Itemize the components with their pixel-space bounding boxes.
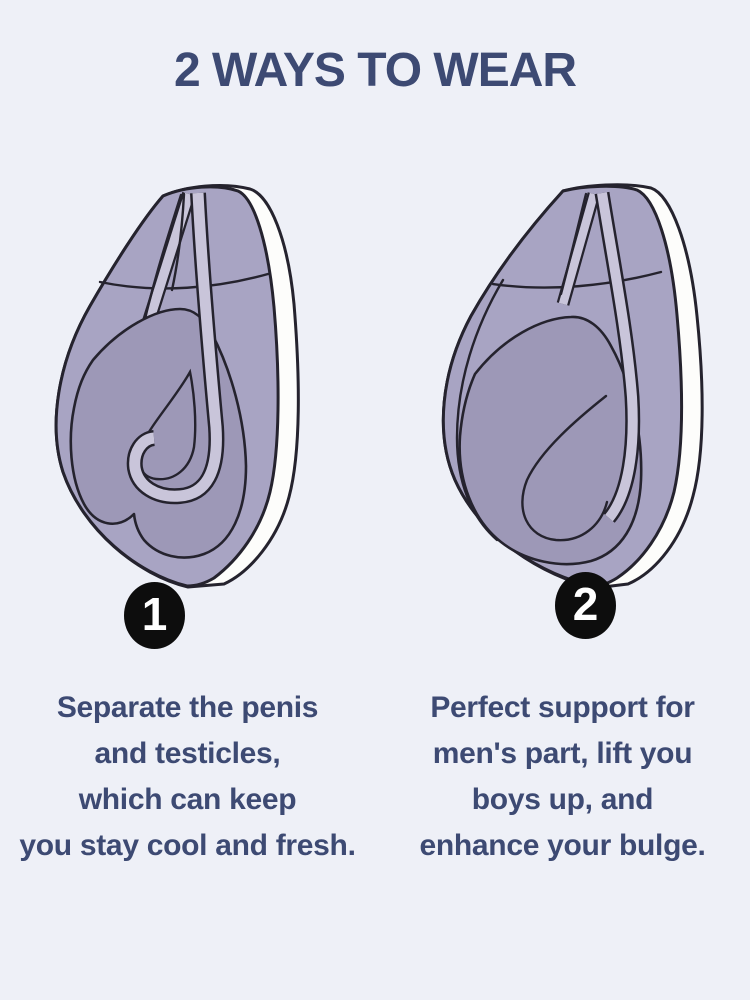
inner-pouch-lining [457, 315, 642, 566]
caption-line: Perfect support for [430, 691, 695, 724]
support-lift-curve [520, 394, 608, 542]
caption-line: enhance your bulge. [419, 829, 706, 862]
waistband-seam-line [98, 272, 269, 290]
stitch-line [559, 192, 587, 296]
front-strap [556, 192, 600, 306]
captions-row: Separate the penis and testicles, which … [0, 685, 750, 869]
separation-loop-strap [126, 192, 224, 505]
badge-column-1: 1 [0, 582, 375, 649]
figure-way-2 [375, 182, 750, 597]
waistband-seam-line [491, 270, 662, 289]
figures-row [0, 182, 750, 597]
stitch-line [170, 192, 185, 292]
step-1-number: 1 [141, 588, 168, 640]
caption-line: and testicles, [94, 737, 281, 770]
pouch-illustration-way-1 [54, 184, 300, 589]
caption-line: which can keep [78, 783, 297, 816]
badges-row: 1 2 [0, 572, 750, 649]
step-2-badge: 2 [555, 572, 616, 639]
step-2-number: 2 [572, 578, 599, 630]
side-support-strap [594, 191, 640, 523]
badge-column-2: 2 [375, 572, 750, 649]
caption-line: boys up, and [471, 783, 654, 816]
pouch-illustration-way-2 [441, 183, 704, 590]
caption-line: Separate the penis [56, 691, 319, 724]
caption-line: you stay cool and fresh. [19, 829, 356, 862]
caption-line: men's part, lift you [432, 737, 693, 770]
step-1-badge: 1 [124, 582, 185, 649]
page-title: 2 WAYS TO WEAR [173, 44, 577, 97]
figure-way-1 [0, 182, 375, 597]
separation-cleft-line [136, 368, 196, 481]
caption-way-1: Separate the penis and testicles, which … [0, 685, 375, 869]
caption-way-2: Perfect support for men's part, lift you… [375, 685, 750, 869]
